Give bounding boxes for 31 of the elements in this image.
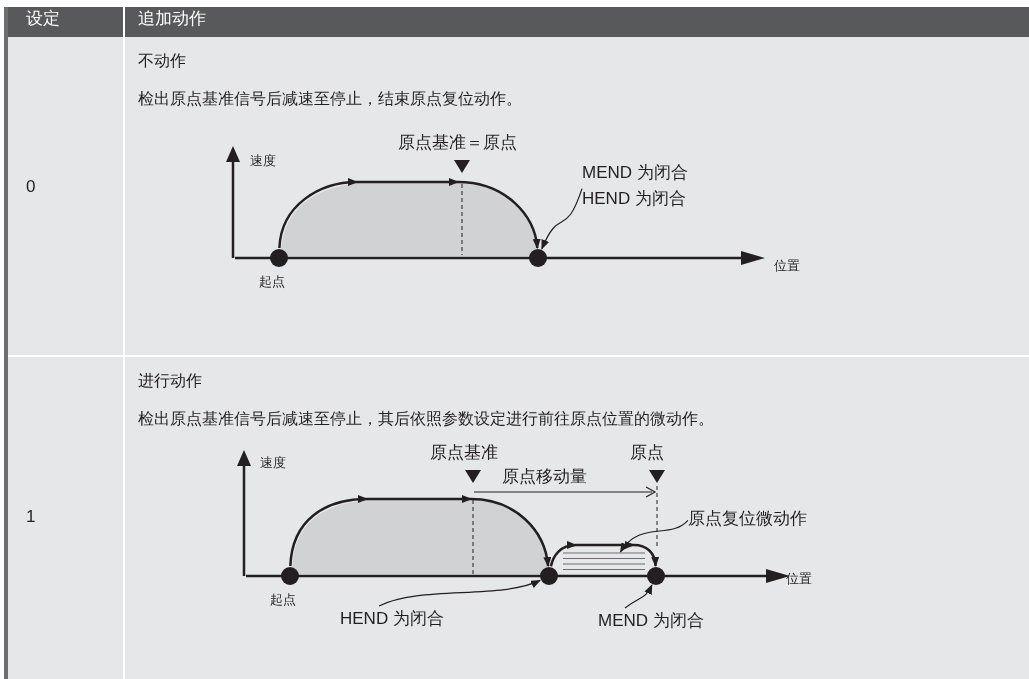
axis-label: 位置 xyxy=(786,570,812,588)
axis-label: 速度 xyxy=(260,454,286,472)
hatched-area xyxy=(563,552,645,571)
leader-line xyxy=(378,579,541,607)
point-caption: 起点 xyxy=(270,591,296,609)
motion-curve xyxy=(549,541,659,567)
callout-text: HEND 为闭合 xyxy=(582,188,687,210)
dimension-label: 原点移动量 xyxy=(502,466,587,488)
setting-value: 0 xyxy=(26,176,36,198)
row-description: 检出原点基准信号后减速至停止，其后依照参数设定进行前往原点位置的微动作。 xyxy=(138,409,714,429)
callout-text: MEND 为闭合 xyxy=(598,610,705,632)
column-header: 追加动作 xyxy=(138,8,206,30)
row-description: 检出原点基准信号后减速至停止，结束原点复位动作。 xyxy=(138,89,522,109)
motion-curve xyxy=(278,178,541,249)
leader-line xyxy=(624,584,653,609)
leader-line xyxy=(541,188,583,250)
axis-label: 位置 xyxy=(774,257,800,275)
motion-curve xyxy=(289,495,551,567)
row-title: 不动作 xyxy=(138,51,186,71)
marker-label: 原点 xyxy=(630,442,664,464)
callout-text: HEND 为闭合 xyxy=(340,608,445,630)
setting-value: 1 xyxy=(26,506,36,528)
callout-text: 原点复位微动作 xyxy=(688,508,808,530)
column-header: 设定 xyxy=(26,8,60,30)
marker-label: 原点基准＝原点 xyxy=(398,132,517,154)
point-caption: 起点 xyxy=(259,273,285,291)
leader-line xyxy=(619,519,689,553)
axis-label: 速度 xyxy=(250,152,276,170)
row-title: 进行动作 xyxy=(138,371,202,391)
marker-label: 原点基准 xyxy=(430,442,498,464)
callout-text: MEND 为闭合 xyxy=(582,162,689,184)
